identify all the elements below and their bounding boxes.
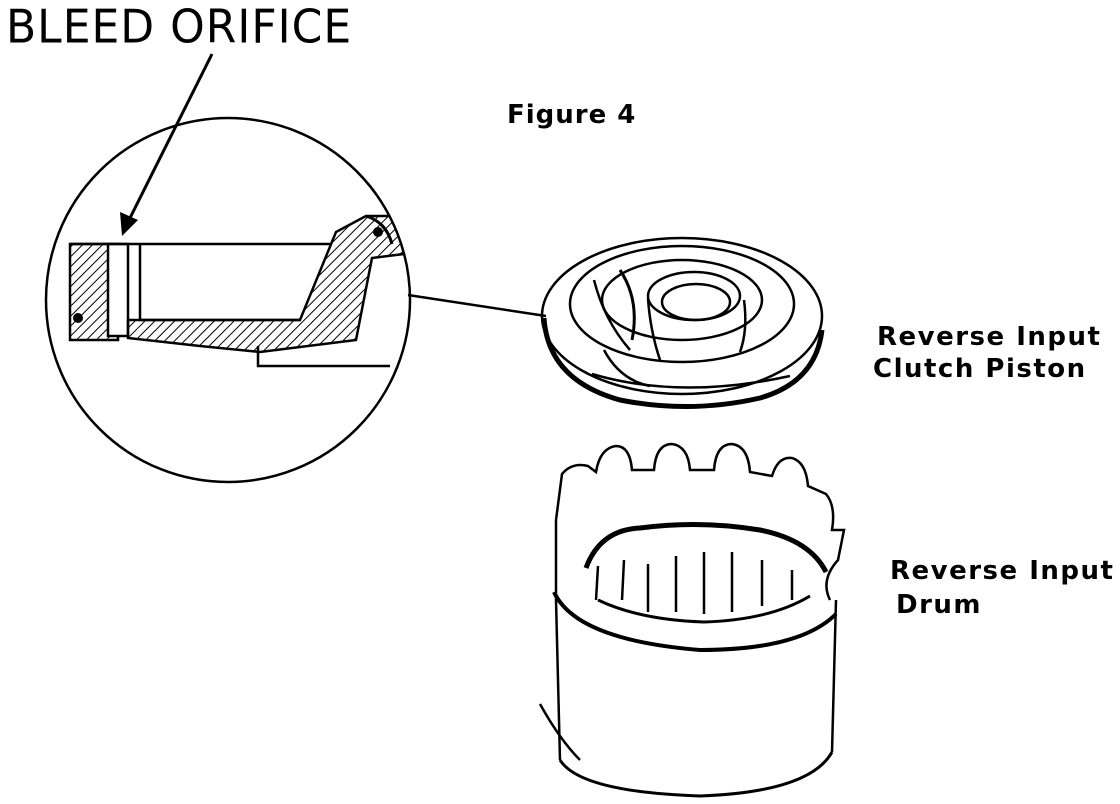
detail-magnifier <box>44 116 412 484</box>
input-drum-drawing <box>538 442 846 798</box>
drum-label-line1: Reverse Input <box>890 556 1115 586</box>
piston-label-line1: Reverse Input <box>877 322 1102 352</box>
bleed-orifice-label: BLEED ORIFICE <box>6 0 353 55</box>
drum-label-line2: Drum <box>896 590 983 620</box>
connector-line <box>407 293 547 318</box>
clutch-piston-drawing <box>540 236 825 409</box>
callout-arrow <box>120 53 214 236</box>
piston-label-line2: Clutch Piston <box>873 354 1087 384</box>
figure-title: Figure 4 <box>507 100 637 130</box>
